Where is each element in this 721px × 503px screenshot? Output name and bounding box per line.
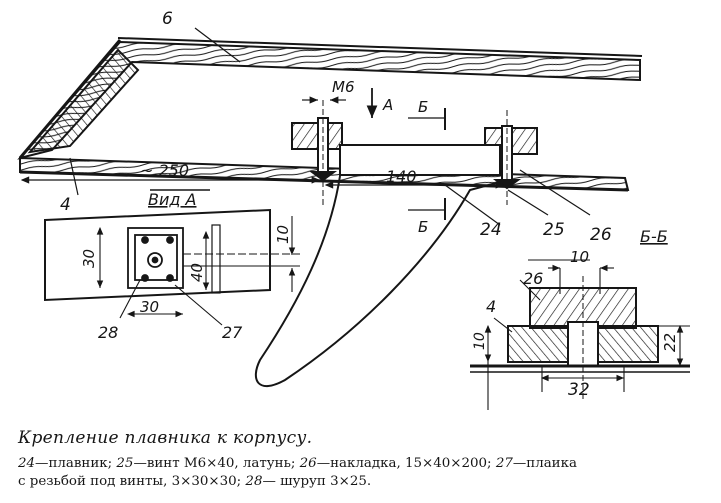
dim-10-section-top: 10 xyxy=(570,248,589,266)
dim-10-plate: 10 xyxy=(274,225,292,244)
label-section-mark-bottom: Б xyxy=(418,218,428,236)
label-part-26: 26 xyxy=(590,225,612,245)
dim-140: 140 xyxy=(386,167,417,186)
dim-250: ~ 250 xyxy=(140,161,189,180)
fin-mounting-drawing: 6 4 M6 A Б Б ~ 250 140 Вид А 24 25 26 Б-… xyxy=(17,9,690,410)
label-part-28: 28 xyxy=(98,323,118,342)
legend-num-27: 27 xyxy=(495,456,513,471)
legend-num-24: 24 xyxy=(18,456,36,471)
label-section-part-26: 26 xyxy=(523,269,543,288)
label-section-b-b: Б-Б xyxy=(640,227,668,246)
plate-27 xyxy=(127,227,184,289)
section-plank-4-left xyxy=(507,325,569,363)
legend-num-25: 25 xyxy=(116,456,134,471)
dim-30-width: 30 xyxy=(140,298,159,316)
label-part-4: 4 xyxy=(60,195,71,215)
dimension-lines-top xyxy=(20,27,591,226)
figure-caption-title: Крепление плавника к корпусу. xyxy=(18,428,313,448)
legend-text-28: — шуруп 3×25. xyxy=(262,474,372,489)
corner-block xyxy=(27,48,140,154)
legend-num-26: 26 xyxy=(299,456,317,471)
label-part-24: 24 xyxy=(480,220,502,240)
view-a xyxy=(44,189,300,326)
fin xyxy=(255,175,501,387)
dim-10-section-side: 10 xyxy=(472,332,488,350)
legend-text-27: —плаика xyxy=(512,456,577,471)
legend-text-26: —накладка, 15×40×200; xyxy=(316,456,492,471)
section-plank-4-right xyxy=(597,325,659,363)
legend-text-24: —плавник; xyxy=(35,456,113,471)
legend-line-1: 24—плавник; 25—винт М6×40, латунь; 26—на… xyxy=(18,455,718,473)
label-part-6: 6 xyxy=(162,9,173,29)
drawing-labels: 6 4 M6 A Б Б ~ 250 140 Вид А 24 25 26 Б-… xyxy=(60,9,679,400)
label-view-a: Вид А xyxy=(148,190,196,209)
legend-line-2: с резьбой под винты, 3×30×30; 28— шуруп … xyxy=(18,473,718,491)
dim-32: 32 xyxy=(568,380,590,400)
label-part-27: 27 xyxy=(222,323,243,342)
legend-num-28: 28 xyxy=(245,474,263,489)
label-bolt-m6: M6 xyxy=(332,78,355,96)
label-view-arrow-a: A xyxy=(382,96,393,114)
section-b-b xyxy=(470,259,690,410)
dim-30-height: 30 xyxy=(80,249,98,268)
label-section-mark-top: Б xyxy=(418,98,428,116)
fin-top-edge xyxy=(339,144,501,176)
dim-40: 40 xyxy=(188,263,206,282)
label-part-25: 25 xyxy=(543,220,565,240)
legend-text-25: —винт М6×40, латунь; xyxy=(133,456,296,471)
dim-22: 22 xyxy=(661,333,679,352)
plate-inner xyxy=(134,234,178,281)
label-section-part-4: 4 xyxy=(486,297,496,316)
legend-text-27-cont: с резьбой под винты, 3×30×30; xyxy=(18,474,242,489)
figure-caption-legend: 24—плавник; 25—винт М6×40, латунь; 26—на… xyxy=(18,455,718,491)
